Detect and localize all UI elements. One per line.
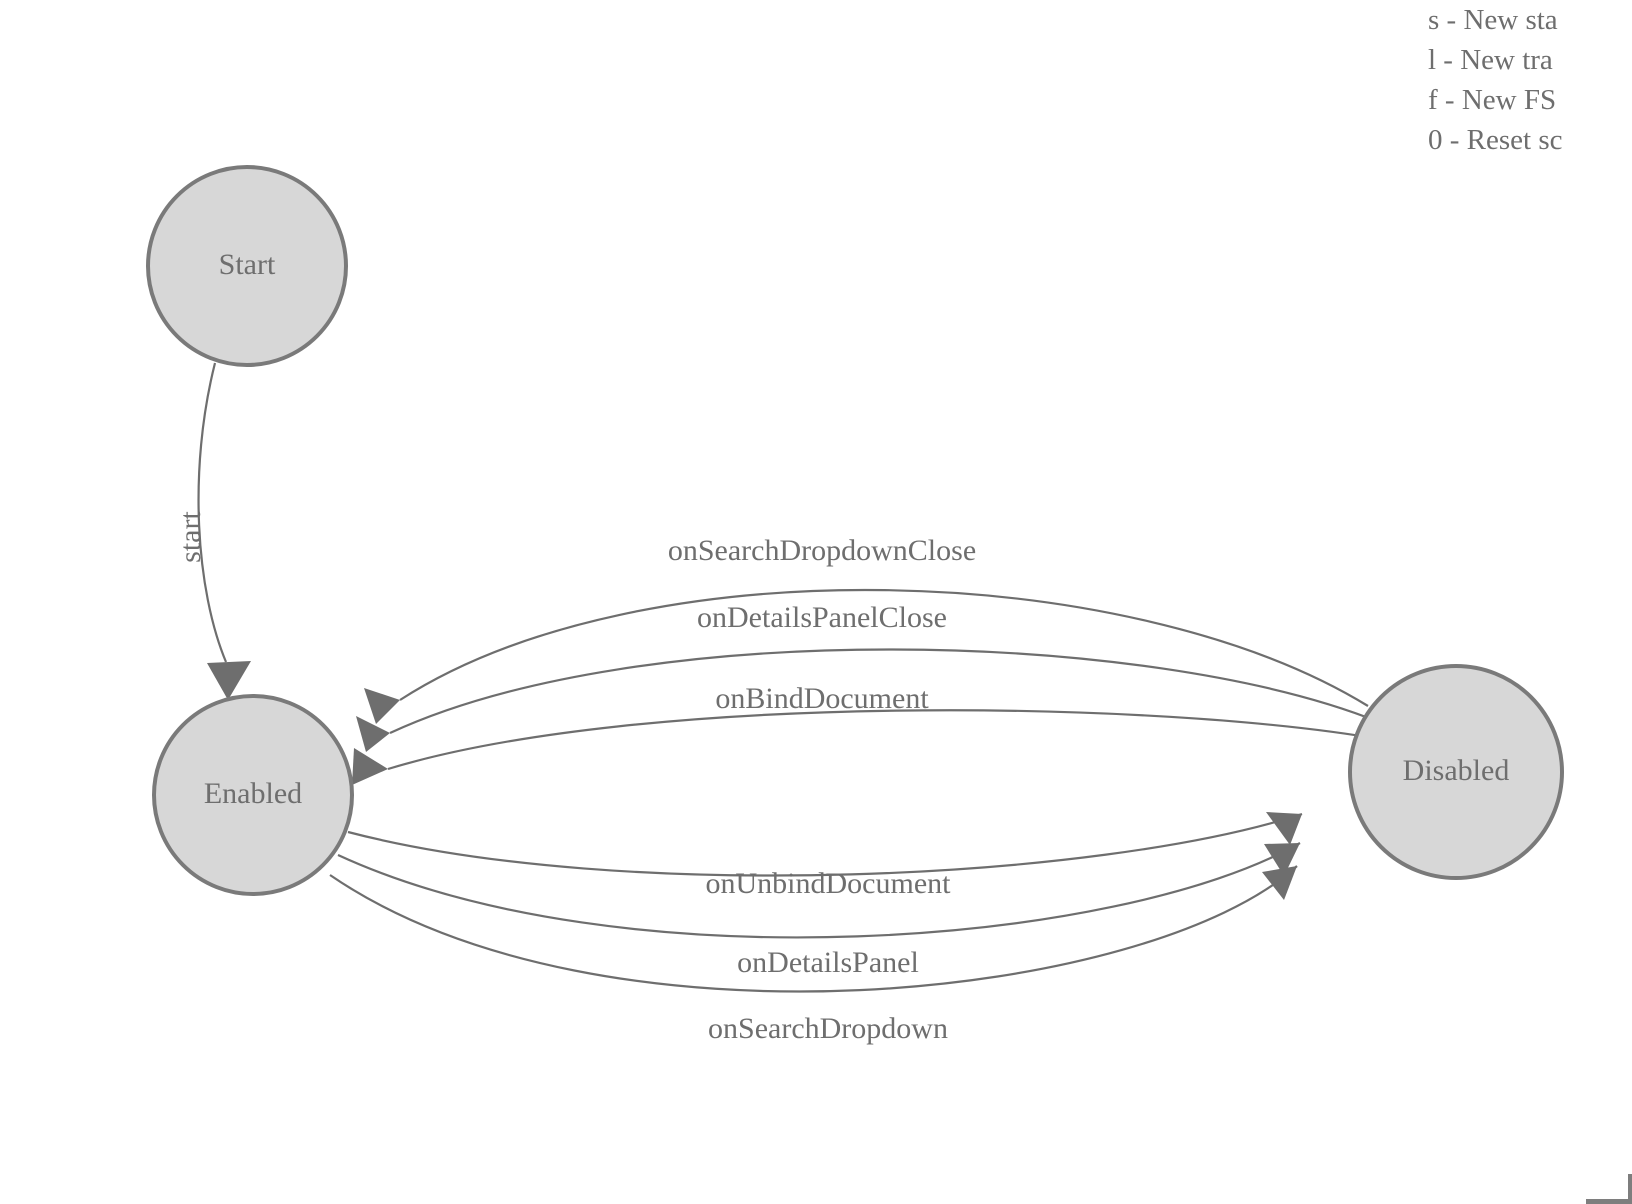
state-label-start: Start bbox=[219, 248, 276, 281]
transition-onDetailsPanel[interactable]: onDetailsPanel bbox=[337, 842, 1301, 979]
arrowhead-onBindDocument bbox=[352, 748, 388, 785]
transition-label-start: start bbox=[174, 511, 207, 563]
edge-path-onBindDocument[interactable] bbox=[387, 709, 1386, 771]
state-label-enabled: Enabled bbox=[204, 777, 302, 810]
arrowhead-onSearchDropdown bbox=[1262, 866, 1297, 900]
state-node-enabled[interactable]: Enabled bbox=[152, 694, 354, 896]
state-node-start[interactable]: Start bbox=[146, 165, 348, 367]
arrowhead-onSearchDropdownClose bbox=[364, 688, 400, 724]
transition-label-onSearchDropdown: onSearchDropdown bbox=[708, 1012, 948, 1045]
arrowhead-start bbox=[207, 661, 251, 700]
edge-path-start[interactable] bbox=[197, 362, 228, 663]
edge-path-onSearchDropdown[interactable] bbox=[329, 865, 1298, 993]
edge-path-onUnbindDocument[interactable] bbox=[347, 812, 1303, 877]
state-circle-disabled[interactable] bbox=[1348, 664, 1564, 880]
transition-label-onDetailsPanel: onDetailsPanel bbox=[737, 946, 919, 979]
edge-path-onSearchDropdownClose[interactable] bbox=[399, 588, 1369, 707]
transition-onBindDocument[interactable]: onBindDocument bbox=[352, 682, 1386, 785]
arrowhead-onDetailsPanel bbox=[1264, 843, 1300, 876]
transition-onUnbindDocument[interactable]: onUnbindDocument bbox=[347, 812, 1303, 900]
state-node-disabled[interactable]: Disabled bbox=[1348, 664, 1564, 880]
state-circle-enabled[interactable] bbox=[152, 694, 354, 896]
transition-onSearchDropdown[interactable]: onSearchDropdown bbox=[329, 865, 1298, 1045]
transition-label-onUnbindDocument: onUnbindDocument bbox=[706, 867, 952, 900]
transition-start[interactable]: start bbox=[174, 362, 251, 700]
edge-path-onDetailsPanel[interactable] bbox=[337, 842, 1301, 939]
state-circle-start[interactable] bbox=[146, 165, 348, 367]
edge-path-onDetailsPanelClose[interactable] bbox=[389, 648, 1380, 734]
transition-label-onDetailsPanelClose: onDetailsPanelClose bbox=[697, 601, 947, 634]
transition-label-onBindDocument: onBindDocument bbox=[715, 682, 929, 715]
transition-onSearchDropdownClose[interactable]: onSearchDropdownClose bbox=[364, 534, 1369, 724]
arrowhead-onUnbindDocument bbox=[1266, 812, 1302, 845]
state-label-disabled: Disabled bbox=[1403, 754, 1510, 787]
transition-label-onSearchDropdownClose: onSearchDropdownClose bbox=[668, 534, 976, 567]
arrowhead-onDetailsPanelClose bbox=[356, 716, 390, 752]
transition-onDetailsPanelClose[interactable]: onDetailsPanelClose bbox=[356, 601, 1380, 752]
